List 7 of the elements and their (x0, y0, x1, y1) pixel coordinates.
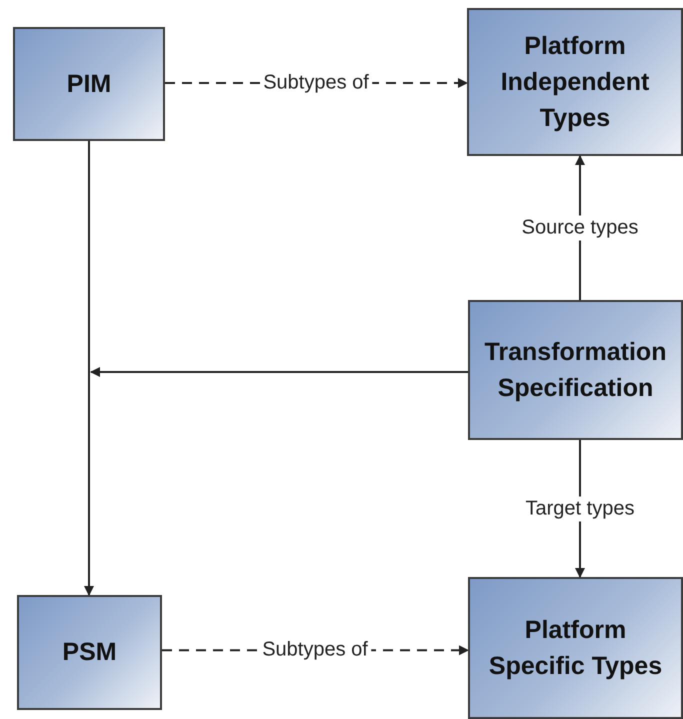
arrow (90, 367, 468, 377)
process-box: Platform Independent Types (467, 8, 683, 156)
process-box: PSM (17, 595, 162, 710)
process-box: Transformation Specification (468, 300, 683, 440)
arrow (84, 141, 94, 596)
process-box: Platform Specific Types (468, 577, 683, 719)
process-box: PIM (13, 27, 165, 141)
